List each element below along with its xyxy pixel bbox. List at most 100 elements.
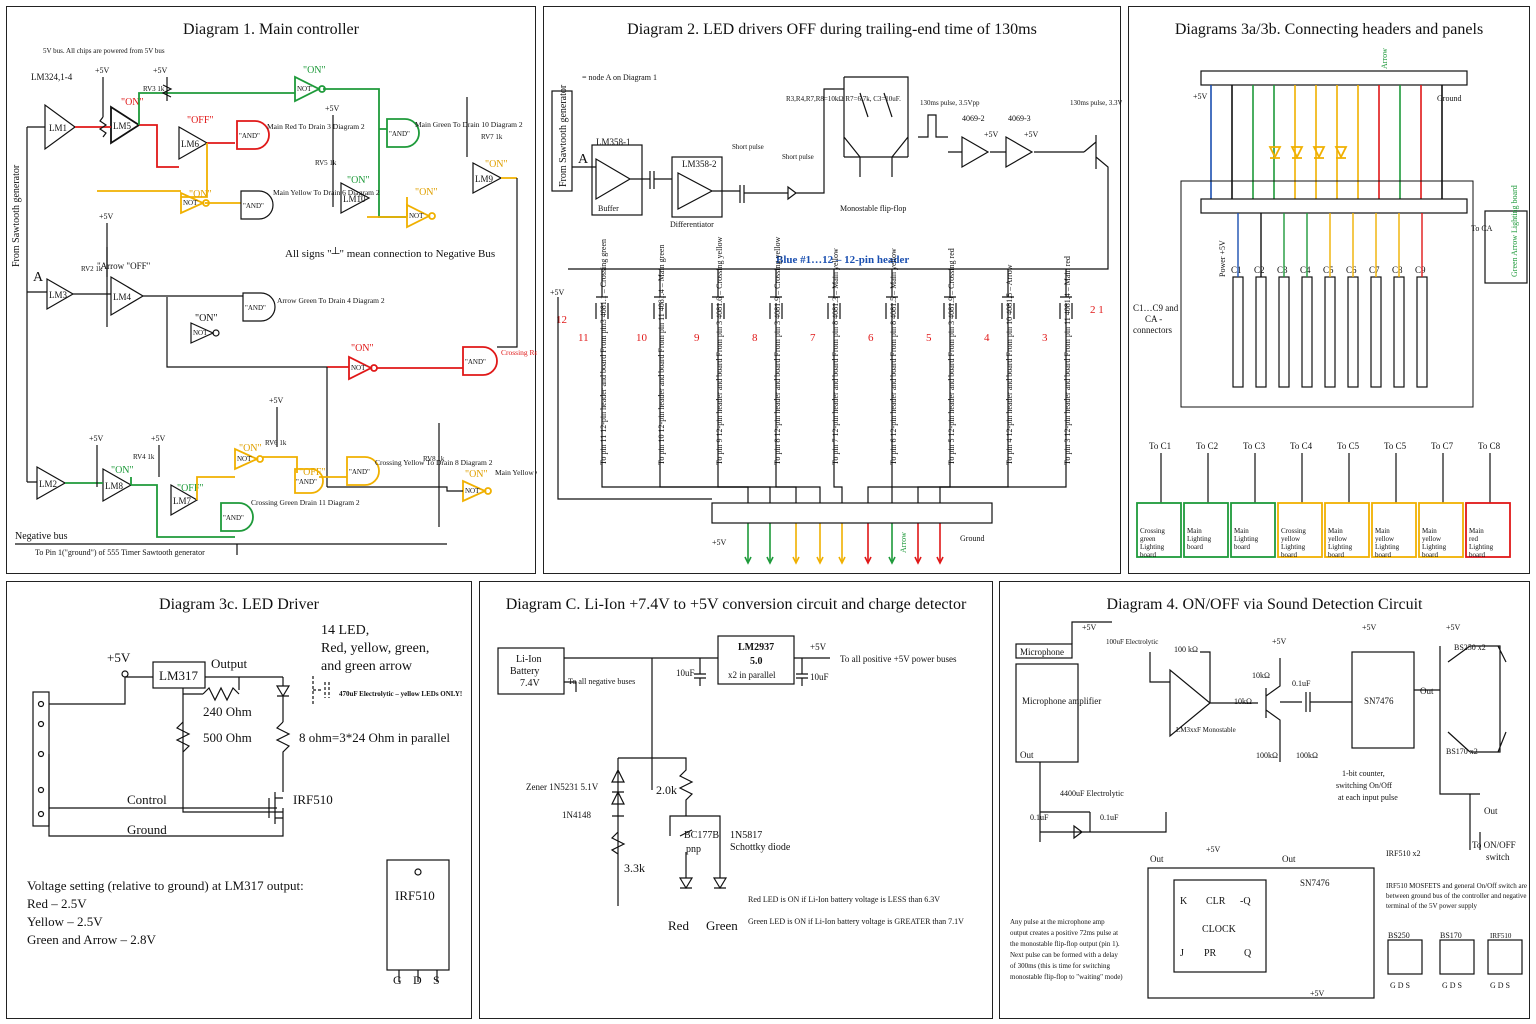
drain-pin-number: 4 (984, 332, 990, 344)
svg-text:Arrow: Arrow (899, 532, 908, 553)
svg-text:LM10: LM10 (343, 194, 366, 204)
pulse-130-a: 130ms pulse, 3.5Vpp (920, 99, 980, 107)
connector-label: C2 (1254, 265, 1265, 275)
svg-text:1N5817: 1N5817 (730, 830, 762, 841)
svg-text:"OFF": "OFF" (187, 115, 214, 126)
and-gate-crossing-red: "AND" (462, 346, 498, 376)
svg-text:"OFF": "OFF" (299, 467, 326, 478)
svg-text:0.1uF: 0.1uF (1292, 679, 1311, 688)
and-gate-bottom: "AND" (294, 468, 324, 494)
board-target: To C3 (1243, 441, 1266, 451)
svg-text:Q: Q (1244, 948, 1252, 959)
diagram-2-panel: Diagram 2. LED drivers OFF during traili… (543, 6, 1122, 574)
svg-text:12: 12 (556, 314, 567, 326)
svg-text:"AND": "AND" (239, 132, 260, 140)
drain-label: To pin 3 12-pin header and board From pi… (1063, 256, 1072, 465)
pulse-130-b: 130ms pulse, 3.3Vpp (1070, 99, 1122, 107)
lighting-board (1183, 502, 1229, 558)
svg-text:IRF510: IRF510 (395, 888, 435, 903)
svg-text:0.1uF: 0.1uF (1100, 813, 1119, 822)
svg-text:100uF Electrolytic: 100uF Electrolytic (1106, 638, 1158, 646)
svg-text:+5V: +5V (151, 434, 166, 443)
svg-text:Out: Out (1020, 750, 1034, 760)
svg-text:Voltage setting (relative to g: Voltage setting (relative to ground) at … (27, 878, 304, 893)
svg-text:+5V: +5V (269, 396, 284, 405)
comparator-lm1: LM1 (44, 103, 77, 151)
svg-text:"AND": "AND" (223, 514, 244, 522)
svg-text:LM1: LM1 (49, 123, 67, 133)
svg-text:NOT: NOT (409, 212, 424, 220)
svg-text:"ON": "ON" (303, 65, 326, 76)
not-gate-arrow: NOT (190, 322, 220, 344)
svg-text:+5V: +5V (810, 642, 827, 652)
svg-text:"OFF": "OFF" (177, 483, 204, 494)
drain-pin-number: 5 (926, 332, 932, 344)
svg-text:G D S: G D S (1442, 981, 1462, 990)
arrow-off-label: "Arrow "OFF" (97, 261, 151, 271)
diagram-1-panel: Diagram 1. Main controller 5V bus. All c… (6, 6, 537, 574)
connector-label: C7 (1369, 265, 1380, 275)
board-target: To C2 (1196, 441, 1218, 451)
svg-text:3.3k: 3.3k (624, 861, 645, 875)
drain-pin-number: 7 (810, 332, 816, 344)
d2-from-generator: From Sawtooth generator (558, 84, 569, 187)
irf-note: IRF510 MOSFETS and general On/Off switch… (1386, 882, 1527, 910)
svg-text:D: D (413, 973, 422, 987)
svg-text:Ground: Ground (1437, 94, 1461, 103)
and-gate-crossing-green: "AND" (220, 502, 254, 532)
svg-text:240 Ohm: 240 Ohm (203, 704, 252, 719)
svg-text:LM5: LM5 (113, 121, 132, 131)
middle-header (1200, 198, 1468, 214)
svg-text:8 ohm=3*24 Ohm in parallel: 8 ohm=3*24 Ohm in parallel (299, 730, 450, 745)
lighting-board (1465, 502, 1511, 558)
svg-text:J: J (1180, 948, 1184, 959)
svg-text:Red: Red (668, 918, 689, 933)
svg-text:"ON": "ON" (415, 187, 438, 198)
svg-text:0.1uF: 0.1uF (1030, 813, 1049, 822)
not-gate-top: NOT (294, 75, 326, 103)
svg-text:PR: PR (1204, 948, 1217, 959)
connector-label: C8 (1392, 265, 1403, 275)
svg-text:RV8 1k: RV8 1k (423, 455, 445, 463)
svg-text:4069-2: 4069-2 (962, 114, 985, 123)
output-main-yellow: Main Yellow To Drain 6 Diagram 2 (273, 188, 380, 197)
svg-text:Ground: Ground (127, 822, 167, 837)
output-main-yellow-red: Main Yellow w/Red To Drain 9 Diagram 2 (495, 468, 537, 477)
svg-text:10kΩ: 10kΩ (1252, 671, 1270, 680)
lighting-board (1418, 502, 1464, 558)
svg-text:"ON": "ON" (195, 313, 218, 324)
svg-text:+5V: +5V (89, 434, 104, 443)
svg-text:4400uF Electrolytic: 4400uF Electrolytic (1060, 789, 1124, 798)
svg-text:+5V: +5V (153, 66, 168, 75)
svg-text:SN7476: SN7476 (1300, 878, 1330, 888)
svg-text:"ON": "ON" (189, 189, 212, 200)
diagram-4-panel: Diagram 4. ON/OFF via Sound Detection Ci… (999, 581, 1530, 1019)
svg-text:RV6 1k: RV6 1k (265, 439, 287, 447)
svg-text:Microphone: Microphone (1020, 647, 1064, 657)
svg-text:"ON": "ON" (347, 175, 370, 186)
svg-text:"AND": "AND" (349, 468, 370, 476)
buffer-label: Buffer (598, 204, 619, 213)
comparator-lm6: LM6 (178, 125, 209, 161)
comparator-lm4: LM4 (110, 275, 145, 317)
sn7476-upper (1351, 651, 1415, 749)
svg-text:NOT: NOT (193, 329, 208, 337)
svg-text:NOT: NOT (183, 199, 198, 207)
drain-label: To pin 7 12-pin header and board From pi… (831, 248, 840, 465)
svg-text:IRF510: IRF510 (293, 792, 333, 807)
board-target: To C4 (1290, 441, 1313, 451)
short-pulse-2: Short pulse (782, 153, 814, 161)
svg-text:+5V: +5V (325, 104, 340, 113)
lm358-2-label: LM358-2 (682, 159, 717, 169)
drain-pin-number: 3 (1042, 332, 1048, 344)
svg-text:IRF510 x2: IRF510 x2 (1386, 849, 1420, 858)
drain-pin-number: 9 (694, 332, 700, 344)
svg-text:+5V: +5V (550, 288, 565, 297)
